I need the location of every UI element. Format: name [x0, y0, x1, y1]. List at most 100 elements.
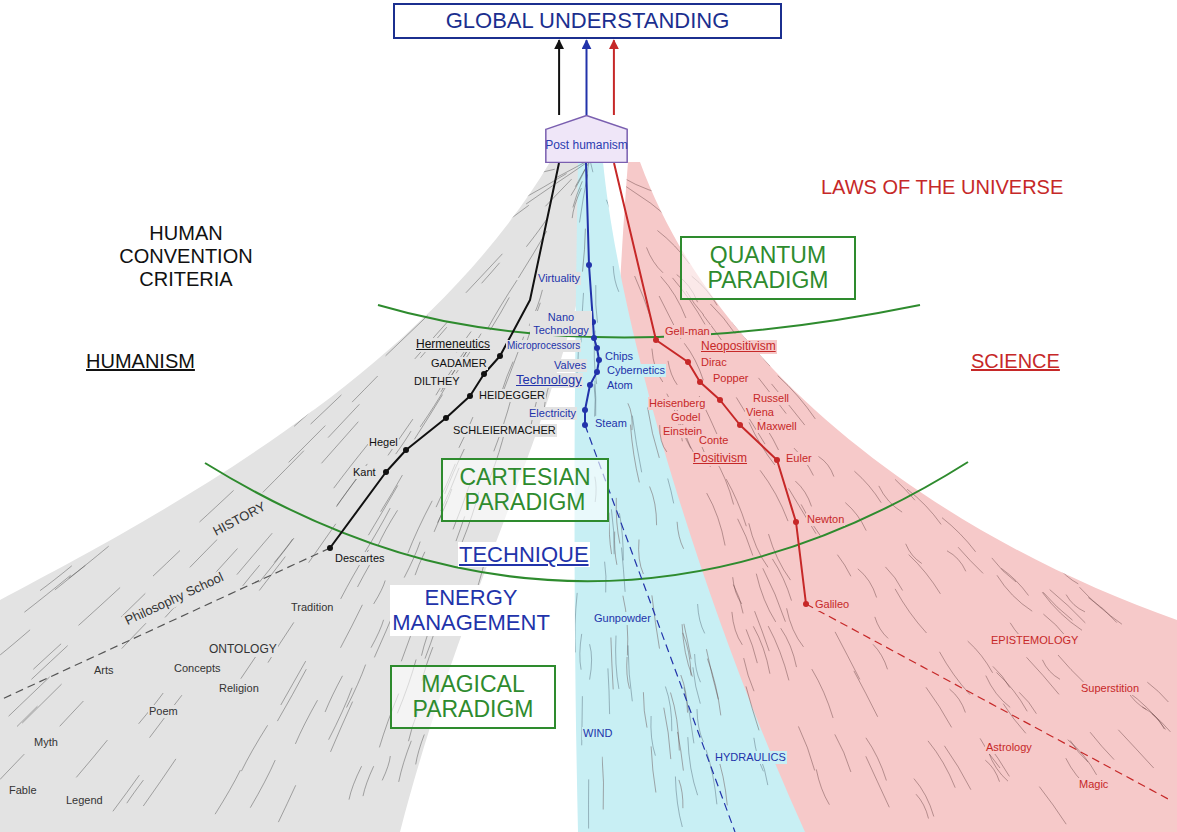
stream-label: Gunpowder	[593, 612, 652, 625]
texture-stroke	[1119, 320, 1172, 336]
texture-stroke	[127, 780, 144, 803]
texture-stroke	[69, 546, 109, 578]
texture-stroke	[744, 658, 754, 691]
texture-stroke	[297, 243, 323, 251]
texture-stroke	[695, 654, 701, 682]
texture-stroke	[733, 585, 743, 614]
texture-stroke	[1042, 592, 1082, 630]
texture-stroke	[1132, 581, 1169, 609]
texture-stroke	[879, 486, 902, 512]
texture-stroke	[463, 755, 471, 796]
texture-stroke	[727, 482, 745, 524]
texture-stroke	[1003, 202, 1028, 205]
texture-stroke	[376, 175, 429, 180]
texture-stroke	[668, 361, 677, 385]
texture-stroke	[73, 294, 112, 305]
texture-stroke	[563, 598, 565, 628]
texture-stroke	[1043, 592, 1073, 620]
texture-stroke	[798, 726, 814, 770]
texture-stroke	[937, 433, 962, 453]
texture-stroke	[590, 644, 592, 679]
texture-stroke	[639, 540, 644, 575]
texture-stroke	[677, 522, 684, 549]
texture-stroke	[399, 741, 412, 782]
texture-stroke	[379, 247, 430, 274]
texture-stroke	[363, 766, 374, 796]
texture-stroke	[613, 266, 619, 292]
stream-label: Poem	[148, 705, 179, 718]
texture-stroke	[1134, 296, 1167, 304]
texture-stroke	[707, 493, 725, 545]
paradigm-box: QUANTUM PARADIGM	[680, 236, 856, 300]
texture-stroke	[447, 747, 457, 791]
texture-stroke	[659, 184, 710, 201]
texture-stroke	[462, 758, 472, 807]
texture-stroke	[151, 302, 195, 318]
texture-stroke	[322, 422, 359, 464]
stream-texture	[0, 141, 608, 822]
stream-label: Galileo	[814, 598, 850, 611]
texture-stroke	[96, 376, 141, 398]
texture-stroke	[500, 169, 555, 183]
stream-label: Positivism	[692, 452, 748, 466]
stream-label: Tradition	[290, 601, 334, 614]
texture-stroke	[248, 365, 269, 379]
stream-label: Religion	[218, 682, 260, 695]
texture-stroke	[1045, 446, 1067, 460]
texture-stroke	[588, 779, 589, 828]
texture-stroke	[652, 595, 660, 648]
texture-stroke	[702, 498, 717, 544]
texture-stroke	[985, 215, 1017, 220]
texture-stroke	[5, 306, 31, 313]
texture-stroke	[490, 297, 509, 330]
texture-stroke	[749, 523, 768, 567]
texture-stroke	[1090, 527, 1135, 560]
texture-stroke	[564, 687, 567, 745]
texture-stroke	[637, 215, 672, 256]
texture-stroke	[664, 708, 671, 759]
milestone-dots	[653, 337, 809, 607]
stream-label: Nano Technology	[530, 311, 592, 336]
texture-stroke	[102, 217, 136, 221]
texture-stroke	[77, 464, 113, 487]
texture-stroke	[769, 534, 791, 580]
texture-stroke	[371, 620, 384, 648]
texture-stroke	[895, 589, 926, 633]
stream-label: Euler	[785, 452, 813, 465]
texture-stroke	[1117, 404, 1157, 423]
texture-stroke	[1038, 495, 1085, 530]
stream-label: Russell	[752, 392, 790, 405]
stream-label: Superstition	[1080, 682, 1140, 695]
texture-stroke	[819, 457, 834, 477]
texture-stroke	[679, 780, 683, 808]
texture-stroke	[451, 180, 486, 187]
texture-stroke	[147, 314, 194, 332]
texture-stroke	[1058, 655, 1085, 683]
texture-stroke	[746, 629, 757, 663]
texture-stroke	[17, 706, 38, 726]
stream-label: Myth	[33, 736, 59, 749]
texture-stroke	[1080, 587, 1122, 624]
texture-stroke	[483, 205, 529, 239]
milestone-dots	[582, 262, 602, 428]
texture-stroke	[985, 760, 999, 782]
stream-label: GADAMER	[430, 357, 488, 370]
stream-label: EPISTEMOLOGY	[990, 634, 1079, 647]
texture-stroke	[651, 716, 656, 756]
texture-stroke	[12, 309, 52, 320]
stream-label: Maxwell	[756, 420, 798, 433]
texture-stroke	[885, 567, 902, 591]
texture-stroke	[1043, 282, 1092, 295]
texture-stroke	[1027, 657, 1060, 694]
texture-stroke	[866, 756, 890, 807]
texture-stroke	[583, 229, 586, 272]
texture-stroke	[278, 785, 295, 822]
texture-stroke	[854, 671, 878, 717]
region-heading: HUMANISM	[85, 350, 196, 373]
stream-label: HYDRAULICS	[714, 751, 787, 764]
texture-stroke	[270, 378, 311, 410]
texture-stroke	[75, 202, 100, 205]
stream-label: Cybernetics	[606, 364, 666, 377]
region-heading: HUMAN CONVENTION CRITERIA	[80, 222, 292, 291]
texture-stroke	[68, 276, 100, 284]
